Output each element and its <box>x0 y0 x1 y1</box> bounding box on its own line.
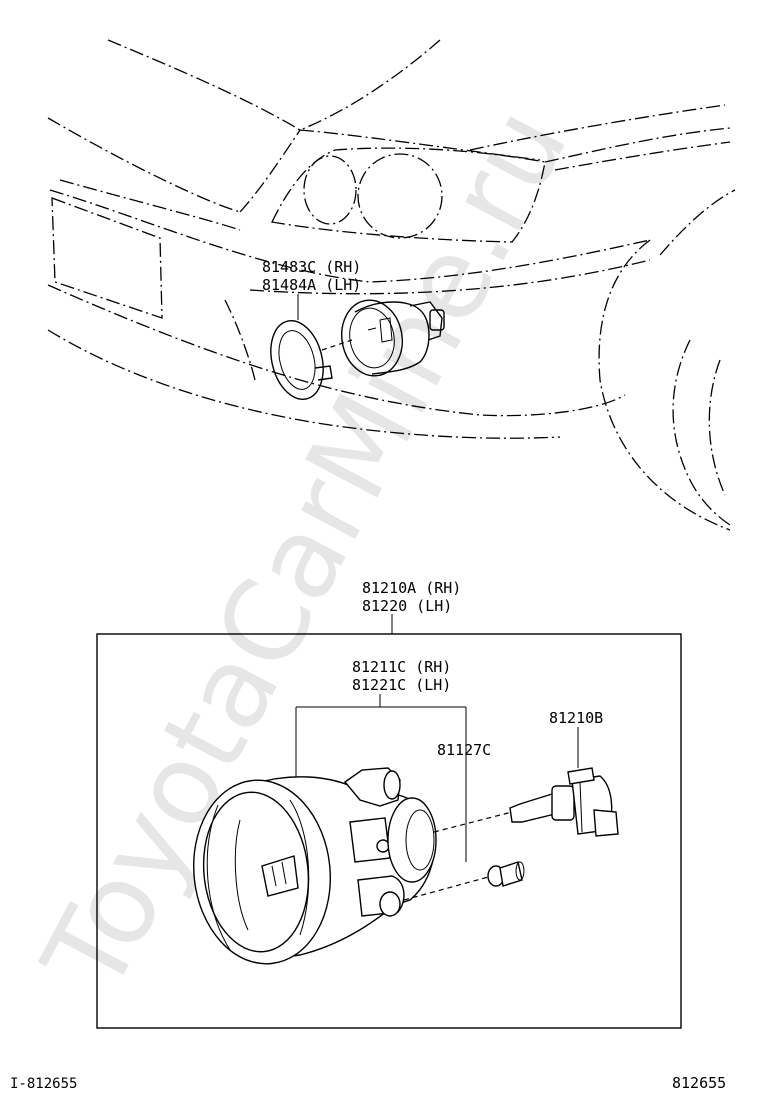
ref-right: 812655 <box>672 1074 726 1092</box>
axis-bulb <box>433 811 513 833</box>
bulb-part <box>509 767 619 837</box>
fog-lamp-unit <box>192 767 437 965</box>
label-unit-lh: 81221C (LH) <box>352 676 451 694</box>
assembly-frame <box>96 633 682 1029</box>
screw-part <box>487 861 525 887</box>
label-unit-rh: 81211C (RH) <box>352 658 451 676</box>
label-assy-lh: 81220 (LH) <box>362 597 452 615</box>
label-bulb: 81210B <box>549 709 603 727</box>
axis-screw <box>403 875 493 901</box>
label-mount-rh: 81483C (RH) <box>262 258 361 276</box>
vehicle-front-outline <box>47 39 736 531</box>
fog-lamp-mount-ring <box>270 294 353 400</box>
label-mount-lh: 81484A (LH) <box>262 276 361 294</box>
fog-lamp-installed <box>341 299 445 377</box>
ref-left: I-812655 <box>10 1076 77 1092</box>
label-socket: 81127C <box>437 741 491 759</box>
label-assy-rh: 81210A (RH) <box>362 579 461 597</box>
